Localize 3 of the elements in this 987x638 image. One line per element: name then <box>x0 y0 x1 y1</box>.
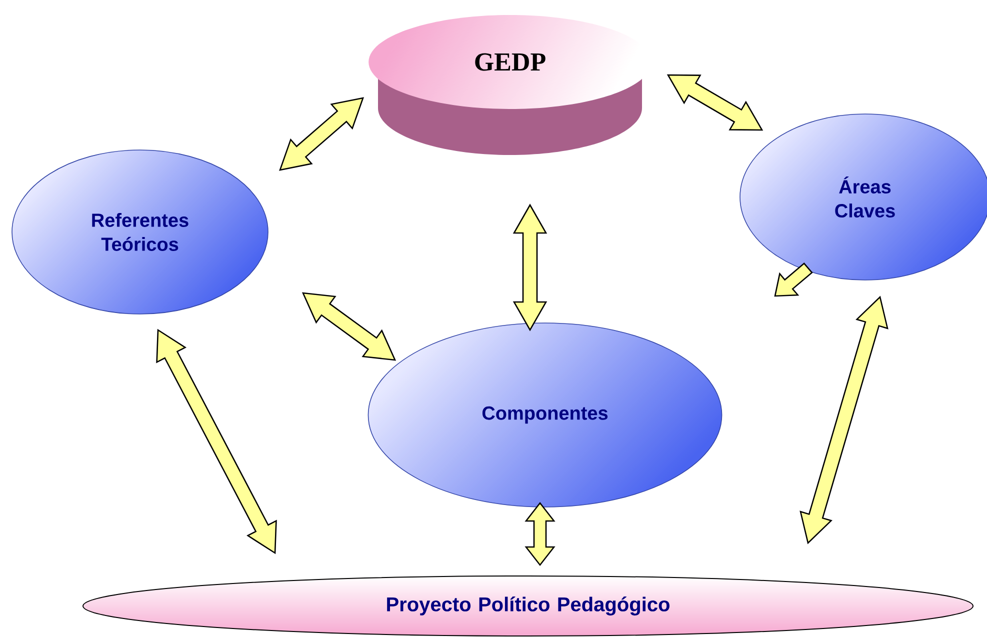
ellipse-node: Componentes <box>368 322 722 508</box>
ellipse-node: Referentes Teóricos <box>12 150 268 314</box>
double-arrow <box>279 97 364 171</box>
